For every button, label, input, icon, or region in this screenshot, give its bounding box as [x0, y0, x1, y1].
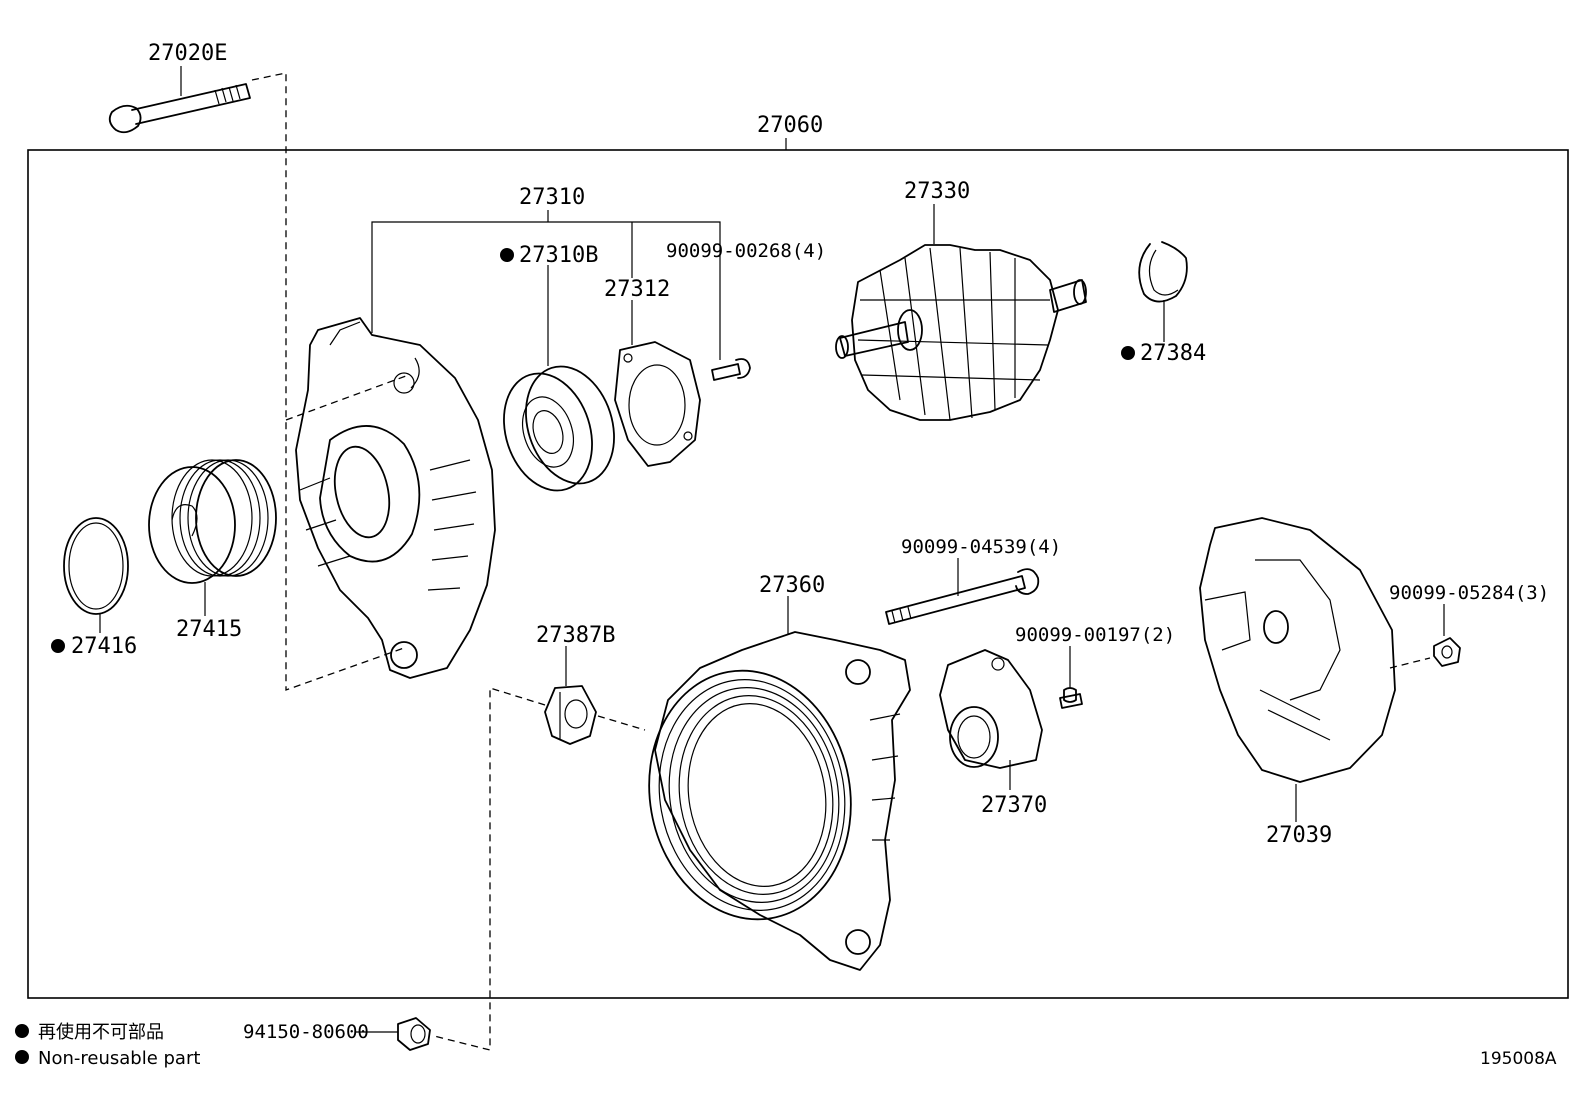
dashed-guide-27387B [433, 687, 546, 1051]
legend-text-en: Non-reusable part [38, 1048, 200, 1069]
dashed-guide-bolt-mid [285, 375, 407, 421]
screw-90099-00268[interactable] [711, 358, 751, 381]
through-bolt-27020E[interactable] [108, 83, 251, 134]
label-27330[interactable]: 27330 [904, 179, 970, 204]
label-90099-04539[interactable]: 90099-04539(4) [901, 536, 1061, 558]
pulley-27415[interactable] [148, 459, 277, 584]
label-27060[interactable]: 27060 [757, 113, 823, 138]
label-90099-00197[interactable]: 90099-00197(2) [1015, 624, 1175, 646]
legend-dot-jp [15, 1024, 29, 1038]
clip-27384[interactable] [1138, 241, 1188, 303]
label-27370[interactable]: 27370 [981, 793, 1047, 818]
legend-dot-en [15, 1050, 29, 1064]
label-27415[interactable]: 27415 [176, 617, 242, 642]
label-27039[interactable]: 27039 [1266, 823, 1332, 848]
rear-cover-27039[interactable] [1199, 517, 1396, 783]
label-90099-05284[interactable]: 90099-05284(3) [1389, 582, 1549, 604]
assembly-outline-box [27, 149, 1569, 999]
dashed-guide-27387B-right [597, 715, 646, 731]
nut-90099-05284[interactable] [1433, 637, 1461, 667]
rear-frame-27360[interactable] [630, 631, 911, 971]
screw-90099-00197[interactable] [1059, 687, 1083, 709]
dashed-guide-bolt [251, 72, 405, 691]
nut-94150-80600[interactable] [397, 1017, 431, 1051]
dashed-guide-nut [1389, 657, 1431, 669]
label-27384[interactable]: 27384 [1140, 341, 1206, 366]
drive-end-frame-27310[interactable] [295, 317, 496, 679]
non-reusable-dot-27310B [500, 248, 514, 262]
label-27310B[interactable]: 27310B [519, 243, 598, 268]
non-reusable-dot-27416 [51, 639, 65, 653]
non-reusable-dot-27384 [1121, 346, 1135, 360]
retainer-plate-27312[interactable] [614, 341, 701, 467]
label-27020E[interactable]: 27020E [148, 41, 227, 66]
rotor-27330[interactable] [835, 244, 1087, 421]
label-27310[interactable]: 27310 [519, 185, 585, 210]
label-94150-80600[interactable]: 94150-80600 [243, 1021, 369, 1043]
insulator-27387B[interactable] [544, 685, 597, 745]
label-90099-00268[interactable]: 90099-00268(4) [666, 240, 826, 262]
leader-27310-bracket [371, 221, 721, 360]
diagram-code: 195008A [1480, 1049, 1557, 1069]
bearing-27310B[interactable] [490, 355, 629, 502]
regulator-27370[interactable] [939, 649, 1043, 769]
bolt-90099-04539[interactable] [885, 568, 1040, 625]
label-27387B[interactable]: 27387B [536, 623, 615, 648]
label-27312[interactable]: 27312 [604, 277, 670, 302]
ring-27416[interactable] [63, 517, 129, 615]
legend-text-jp: 再使用不可部品 [38, 1022, 164, 1043]
label-27416[interactable]: 27416 [71, 634, 137, 659]
label-27360[interactable]: 27360 [759, 573, 825, 598]
